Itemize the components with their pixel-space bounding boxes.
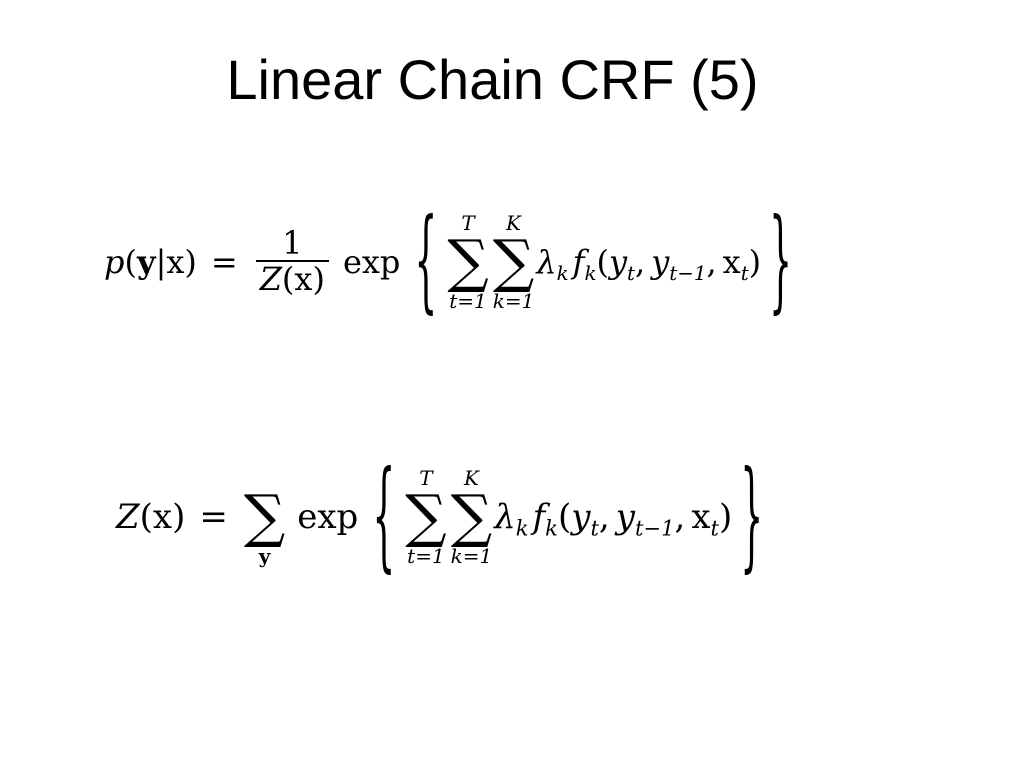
eq2-y-t-symbol: y [571, 497, 591, 537]
eq1-comma-2: , [706, 243, 717, 281]
eq1-sum-t-upper: T [461, 211, 475, 236]
eq2-sum-y-sigma: ∑ [243, 482, 286, 551]
eq2-y-t: yt [571, 497, 599, 541]
eq2-x-t-symbol: x [691, 497, 711, 537]
eq1-lambda-symbol: λ [536, 243, 557, 281]
eq2-left-brace: { [372, 449, 396, 585]
eq1-exp: exp [342, 243, 401, 281]
eq2-sum-k-sigma: ∑ [450, 482, 493, 551]
eq1-p: p [104, 243, 125, 281]
eq2-comma-2: , [674, 497, 686, 537]
eq1-fraction-numerator: 1 [282, 223, 303, 262]
eq2-y-t-minus-1: yt−1 [615, 497, 675, 541]
eq1-y-t-sub: t [627, 261, 636, 285]
eq1-x-t-symbol: x [722, 243, 741, 281]
eq1-sum-t-sigma: ∑ [447, 227, 489, 296]
eq1-feature-f: fk [572, 243, 597, 283]
eq2-f-sub: k [545, 515, 558, 541]
eq2-Z-arg: (x) [139, 497, 186, 537]
eq2-y-t-sub: t [590, 515, 599, 541]
equation-conditional-probability: p ( y | x ) = 1 Z(x) exp { T ∑ t=1 K ∑ k… [104, 198, 800, 326]
eq2-sum-t-lower: t=1 [407, 543, 445, 568]
eq1-equals: = [210, 243, 238, 281]
eq1-y-vector: y [136, 243, 156, 281]
eq2-sum-t: T ∑ t=1 [405, 467, 446, 566]
eq1-y-prev-symbol: y [651, 243, 670, 281]
eq1-sum-k: K ∑ k=1 [493, 212, 535, 311]
eq1-given-bar: | [155, 243, 167, 281]
eq1-right-brace: } [769, 198, 793, 326]
eq2-Z: Z [116, 497, 140, 537]
eq1-rparen: ) [184, 243, 197, 281]
eq2-lambda-symbol: λ [494, 497, 516, 537]
eq1-x-t: xt [722, 243, 749, 283]
eq1-den-Z: Z [259, 260, 282, 299]
eq1-f-symbol: f [572, 243, 585, 281]
eq2-y-prev-symbol: y [615, 497, 635, 537]
eq1-y-prev-sub: t−1 [669, 261, 707, 285]
eq1-sum-k-sigma: ∑ [492, 227, 535, 296]
eq2-sum-k-lower: k=1 [450, 543, 493, 568]
eq1-lambda-sub: k [556, 261, 569, 285]
eq2-feature-f: fk [532, 497, 558, 541]
eq2-right-brace: } [740, 449, 764, 585]
eq2-lambda-sub: k [515, 515, 529, 541]
eq2-arg-open: ( [557, 497, 572, 537]
eq1-sum-t-lower: t=1 [449, 288, 487, 313]
eq1-left-brace: { [414, 198, 438, 326]
eq2-comma-1: , [598, 497, 610, 537]
eq2-sum-y-lower: y [258, 543, 271, 568]
eq2-equals: = [199, 497, 228, 537]
eq1-fraction-denominator: Z(x) [256, 262, 329, 297]
eq2-exp: exp [297, 497, 359, 537]
eq1-x-t-sub: t [740, 261, 749, 285]
eq2-sum-y: ∑ y [244, 467, 285, 566]
eq1-fraction-bar [255, 260, 329, 263]
eq2-sum-t-sigma: ∑ [405, 482, 447, 551]
eq1-comma-1: , [635, 243, 646, 281]
eq2-f-symbol: f [532, 497, 546, 537]
eq2-sum-k-upper: K [463, 466, 479, 491]
eq2-arg-close: ) [718, 497, 733, 537]
eq1-lambda: λk [536, 243, 568, 283]
eq2-y-prev-sub: t−1 [634, 515, 675, 541]
eq2-sum-t-upper: T [419, 466, 433, 491]
eq1-arg-open: ( [596, 243, 609, 281]
eq2-x-t-sub: t [710, 515, 719, 541]
eq1-y-t-minus-1: yt−1 [651, 243, 706, 283]
eq2-sum-k: K ∑ k=1 [451, 467, 493, 566]
slide-title: Linear Chain CRF (5) [226, 48, 759, 111]
eq1-y-t: yt [608, 243, 635, 283]
eq1-lparen: ( [124, 243, 137, 281]
equation-partition-function: Z (x) = ∑ y exp { T ∑ t=1 K ∑ k=1 λk fk … [116, 449, 771, 585]
eq1-sum-k-upper: K [506, 211, 521, 236]
eq2-x-t: xt [691, 497, 719, 541]
eq2-lambda: λk [494, 497, 529, 541]
eq1-sum-k-lower: k=1 [492, 288, 535, 313]
eq1-den-x: (x) [281, 260, 325, 299]
eq1-normalizer-fraction: 1 Z(x) [255, 223, 329, 298]
eq1-x-vector: x [166, 243, 185, 281]
eq1-f-sub: k [584, 261, 597, 285]
eq1-y-t-symbol: y [608, 243, 628, 281]
eq1-arg-close: ) [748, 243, 762, 281]
eq1-sum-t: T ∑ t=1 [447, 212, 488, 311]
